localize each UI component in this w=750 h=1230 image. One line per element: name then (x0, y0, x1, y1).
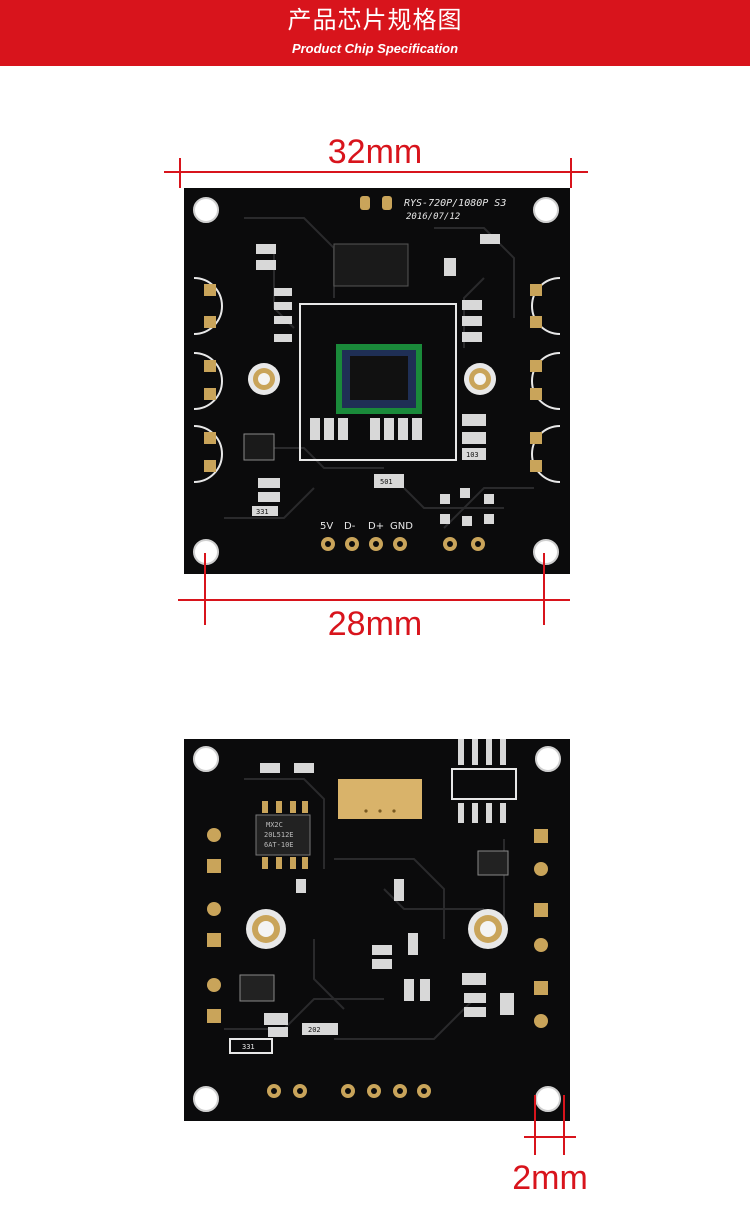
front-resistor-501: 501 (380, 478, 393, 486)
front-model-text: RYS-720P/1080P S3 (404, 198, 506, 209)
back-resistor-331: 331 (242, 1043, 255, 1051)
back-chip-text-3: 6AT-10E (264, 841, 294, 849)
dimension-tick-hole-left (204, 553, 206, 625)
dimension-label-28mm: 28mm (327, 605, 423, 643)
front-pin-label-5v: 5V (320, 521, 333, 532)
back-chip-text-2: 20L512E (264, 831, 294, 839)
dimension-label-32mm: 32mm (327, 133, 423, 171)
front-pin-label-dplus: D+ (368, 521, 384, 532)
board-back: MX2C 20L512E 6AT-10E (184, 739, 570, 1121)
dimension-tick-diameter-right (563, 1095, 565, 1155)
front-pin-label-gnd: GND (390, 521, 413, 532)
front-pin-label-dminus: D- (344, 521, 356, 532)
front-date-text: 2016/07/12 (406, 212, 460, 222)
board-front: RYS-720P/1080P S3 2016/07/12 5V D- D+ GN… (184, 188, 570, 574)
front-resistor-103: 103 (466, 451, 479, 459)
dimension-tick-diameter-left (534, 1095, 536, 1155)
header-banner: 产品芯片规格图 Product Chip Specification (0, 0, 750, 66)
back-chip-text-1: MX2C (266, 821, 283, 829)
header-title-cn: 产品芯片规格图 (287, 6, 463, 34)
dimension-tick-hole-right (543, 553, 545, 625)
back-resistor-202: 202 (308, 1026, 321, 1034)
dimension-tick-top-right (570, 158, 572, 188)
dimension-line-diameter (524, 1136, 576, 1138)
dimension-line-top (164, 171, 588, 173)
front-resistor-331: 331 (256, 508, 269, 516)
header-title-en: Product Chip Specification (291, 41, 459, 56)
dimension-label-2mm: 2mm (512, 1159, 588, 1197)
dimension-line-hole-spacing (178, 599, 570, 601)
dimension-tick-top-left (179, 158, 181, 188)
